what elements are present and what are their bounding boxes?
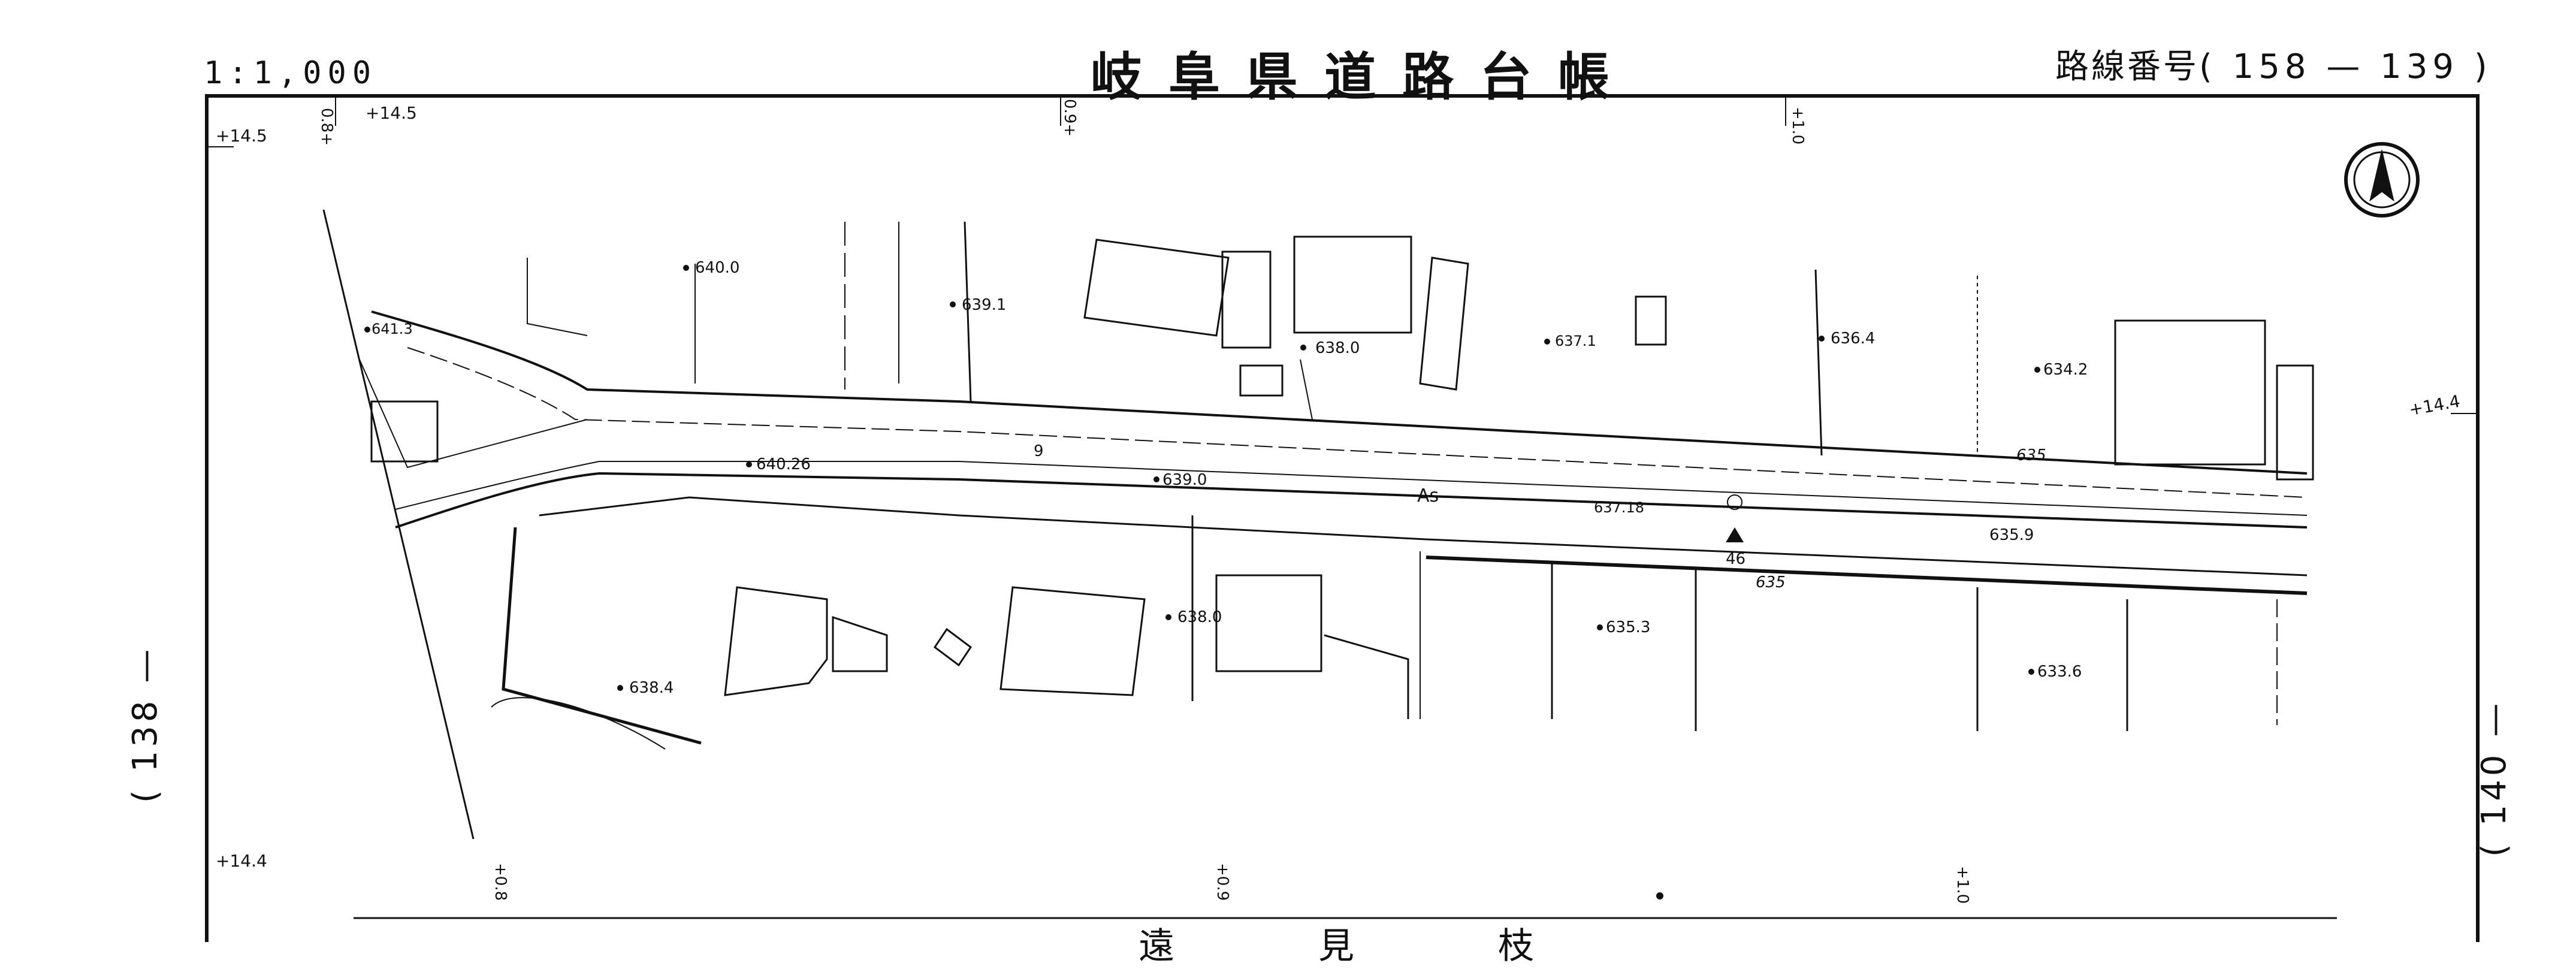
road-code-label: 46 <box>1726 550 1746 568</box>
elevation-points <box>364 265 2040 899</box>
elevation-label: 637.1 <box>1555 333 1596 349</box>
road-edge-north <box>371 310 2308 475</box>
grid-offset: +1.0 <box>1953 866 1971 904</box>
grid-offset: +14.5 <box>366 103 417 123</box>
grid-offset: 0.9+ <box>1061 99 1079 137</box>
building-n1 <box>1083 239 1230 337</box>
scale-label: 1:1,000 <box>204 55 378 91</box>
retaining-wall-west <box>502 527 702 745</box>
parcel-north-1 <box>527 258 588 336</box>
grid-offset: +0.9 <box>1213 863 1231 901</box>
building-s5 <box>1215 574 1322 672</box>
grid-offset: +1.0 <box>1789 107 1807 145</box>
building-n3 <box>1293 236 1412 334</box>
elevation-label: 633.6 <box>2037 663 2082 681</box>
elevation-label: 641.3 <box>372 321 413 337</box>
parcel-north-6 <box>1300 359 1313 420</box>
route-number-value: ( 158 — 139 ) <box>2199 47 2492 86</box>
road-lane-line <box>395 461 2308 516</box>
building-s4 <box>999 586 1146 696</box>
parcel-north-5 <box>964 221 972 402</box>
road-marker-label: 9 <box>1034 442 1044 460</box>
route-number: 路線番号( 158 — 139 ) <box>2055 40 2492 88</box>
survey-point-icon <box>1727 494 1743 510</box>
parcel-north-7 <box>1814 269 1823 456</box>
building-n8 <box>370 400 439 463</box>
contour-label: 635 <box>1756 573 1786 591</box>
building-n6 <box>2114 319 2266 466</box>
gutter-south <box>1426 556 2308 595</box>
side-road-west <box>322 209 475 840</box>
elevation-label: 635.9 <box>1989 526 2034 544</box>
elevation-label: 635.3 <box>1606 618 1651 636</box>
road-centerline <box>407 347 2308 498</box>
elevation-label: 637.18 <box>1594 499 1644 516</box>
elevation-label: 639.0 <box>1162 471 1207 489</box>
elevation-label: 639.1 <box>962 296 1007 314</box>
road-surface-label: As <box>1417 485 1439 506</box>
grid-offset: +0.8 <box>491 863 509 901</box>
side-road-west-2 <box>359 359 588 469</box>
building-n4 <box>1419 256 1469 391</box>
sidewalk-south <box>539 496 2308 576</box>
elevation-label: 640.26 <box>756 455 811 473</box>
building-n2 <box>1221 250 1272 349</box>
building-s2 <box>832 615 888 672</box>
building-s1 <box>724 586 828 696</box>
elevation-label: 638.0 <box>1177 608 1222 626</box>
benchmark-icon <box>1726 527 1744 542</box>
building-n9 <box>1239 364 1284 397</box>
side-road-lower <box>491 697 666 750</box>
grid-offset: +14.5 <box>216 126 267 146</box>
grid-offset: +14.4 <box>216 851 267 871</box>
elevation-label: 638.0 <box>1315 339 1360 357</box>
north-arrow-icon <box>2344 142 2420 218</box>
elevation-label: 638.4 <box>629 679 674 697</box>
elevation-label: 636.4 <box>1831 330 1876 348</box>
building-n5 <box>1635 295 1667 346</box>
grid-offset: 0.8+ <box>318 108 336 146</box>
building-s6 <box>1324 634 1409 719</box>
elevation-label: 634.2 <box>2043 361 2088 379</box>
building-n7 <box>2276 364 2314 481</box>
road-map <box>205 94 2480 942</box>
map-frame <box>205 94 2480 942</box>
contour-label: 635 <box>2016 446 2046 464</box>
building-s3 <box>933 627 973 667</box>
road-edge-south <box>395 472 2308 529</box>
route-label: 路線番号 <box>2055 47 2199 86</box>
elevation-label: 640.0 <box>695 259 740 277</box>
